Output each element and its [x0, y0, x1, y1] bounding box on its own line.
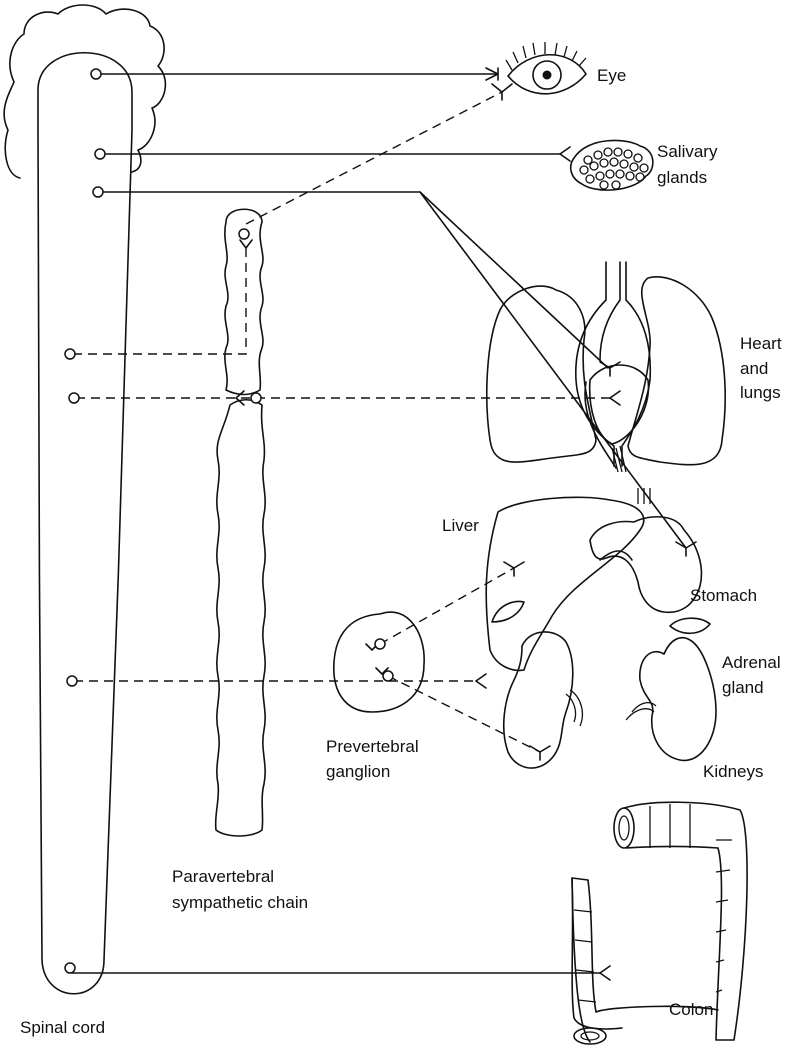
paravertebral-chain-lower	[216, 400, 266, 836]
label-liver: Liver	[442, 516, 479, 535]
parasympathetic-pathways	[72, 74, 686, 973]
label-adrenal-1: Adrenal	[722, 653, 781, 672]
eye-illustration	[506, 42, 586, 94]
label-stomach: Stomach	[690, 586, 757, 605]
neuron-cell-bodies	[65, 69, 393, 973]
label-prevertebral-1: Prevertebral	[326, 737, 419, 756]
label-eye: Eye	[597, 66, 626, 85]
label-salivary-2: glands	[657, 168, 707, 187]
brain-outline	[4, 5, 165, 178]
label-spinal-cord: Spinal cord	[20, 1018, 105, 1037]
sympathetic-pathways	[70, 92, 610, 752]
label-colon: Colon	[669, 1000, 713, 1019]
label-kidneys: Kidneys	[703, 762, 763, 781]
label-heart-3: lungs	[740, 383, 781, 402]
label-heart-1: Heart	[740, 334, 782, 353]
label-heart-2: and	[740, 359, 768, 378]
liver-stomach-illustration	[486, 488, 701, 670]
salivary-gland-illustration	[571, 140, 653, 190]
colon-illustration	[572, 802, 747, 1044]
kidneys-illustration	[492, 602, 716, 768]
label-prevertebral-2: ganglion	[326, 762, 390, 781]
label-paravertebral-1: Paravertebral	[172, 867, 274, 886]
label-salivary-1: Salivary	[657, 142, 718, 161]
label-paravertebral-2: sympathetic chain	[172, 893, 308, 912]
label-adrenal-2: gland	[722, 678, 764, 697]
spinal-cord	[38, 53, 132, 994]
